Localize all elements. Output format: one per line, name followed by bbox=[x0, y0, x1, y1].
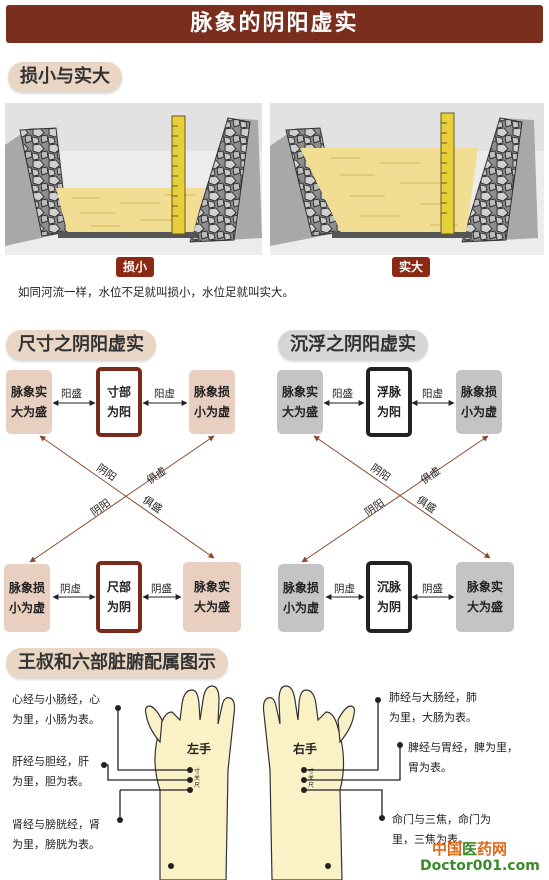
watermark-line2: Doctor001.com bbox=[420, 858, 540, 874]
box-s2-bottom-center: 尺部 为阴 bbox=[96, 561, 142, 633]
right-hand-label: 右手 bbox=[293, 742, 318, 756]
box-s2-top-center: 寸部 为阳 bbox=[96, 367, 142, 437]
box-s3-bottom-center: 沉脉 为阴 bbox=[366, 561, 412, 633]
left-meridian-1: 心经与小肠经，心 为里，小肠为表。 bbox=[12, 693, 100, 726]
left-hand-icon bbox=[144, 685, 236, 880]
left-wrist-marks: 寸 关 尺 bbox=[194, 768, 200, 789]
box-s3-top-right: 脉象损 小为虚 bbox=[456, 370, 502, 434]
arrow-label-s2-yin-excess: 阴盛 bbox=[151, 583, 172, 595]
wrist-mark-guan-left: 关 bbox=[194, 775, 201, 782]
label-loss-small: 损小 bbox=[116, 257, 154, 277]
river-panel-full bbox=[270, 103, 544, 255]
arrow-label-s2-yang-excess: 阳盛 bbox=[61, 388, 82, 400]
box-s2-top-left: 脉象实 大为盛 bbox=[6, 370, 52, 434]
watermark-a: 中国 bbox=[432, 840, 463, 858]
page-title: 脉象的阴阳虚实 bbox=[190, 11, 359, 36]
section-heading-loss-full: 损小与实大 bbox=[8, 62, 122, 92]
arrow-label-s3-yang-deficiency: 阳虚 bbox=[422, 388, 443, 400]
wrist-mark-cun-left: 寸 bbox=[194, 768, 201, 775]
arrow-label-s2-yang-deficiency: 阳虚 bbox=[154, 388, 175, 400]
section-heading-six-positions: 王叔和六部脏腑配属图示 bbox=[6, 648, 228, 678]
box-s3-bottom-right: 脉象实 大为盛 bbox=[456, 562, 514, 632]
watermark-b: 医 bbox=[462, 840, 478, 858]
arrow-label-s2-yin-deficiency: 阴虚 bbox=[60, 583, 81, 595]
section-heading-cun-chi: 尺寸之阴阳虚实 bbox=[6, 330, 156, 360]
river-panel-low bbox=[5, 103, 262, 255]
section-heading-chen-fu: 沉浮之阴阳虚实 bbox=[278, 330, 428, 360]
wrist-mark-guan-right: 关 bbox=[308, 775, 315, 782]
box-s3-top-center: 浮脉 为阳 bbox=[366, 367, 412, 437]
watermark-c: 药网 bbox=[477, 840, 508, 858]
title-banner bbox=[6, 5, 543, 43]
right-wrist-marks: 寸 关 尺 bbox=[308, 768, 314, 789]
river-caption: 如同河流一样，水位不足就叫损小，水位足就叫实大。 bbox=[18, 285, 294, 299]
box-s3-top-left: 脉象实 大为盛 bbox=[277, 370, 323, 434]
wrist-mark-chi-right: 尺 bbox=[308, 782, 315, 789]
wrist-mark-cun-right: 寸 bbox=[308, 768, 315, 775]
right-meridian-3: 命门与三焦，命门为 里，三焦为表。 bbox=[392, 813, 491, 846]
right-meridian-1: 肺经与大肠经，肺 为里，大肠为表。 bbox=[389, 691, 477, 724]
left-meridian-3: 肾经与膀胱经，肾 为里，膀胱为表。 bbox=[12, 818, 100, 851]
box-s3-bottom-left: 脉象损 小为虚 bbox=[278, 564, 324, 632]
box-s2-bottom-left: 脉象损 小为虚 bbox=[4, 564, 50, 632]
arrow-label-s3-yang-excess: 阳盛 bbox=[332, 388, 353, 400]
right-meridian-2: 脾经与胃经，脾为里， 胃为表。 bbox=[408, 741, 518, 774]
left-meridian-2: 肝经与胆经，肝 为里，胆为表。 bbox=[12, 755, 89, 788]
arrow-label-s3-yin-deficiency: 阴虚 bbox=[334, 583, 355, 595]
arrow-label-s3-yin-excess: 阴盛 bbox=[422, 583, 443, 595]
label-full-large: 实大 bbox=[392, 257, 430, 277]
watermark-line1: 中国医药网 bbox=[432, 838, 507, 859]
right-hand-icon bbox=[262, 685, 356, 880]
box-s2-top-right: 脉象损 小为虚 bbox=[189, 370, 235, 434]
box-s2-bottom-right: 脉象实 大为盛 bbox=[183, 562, 241, 632]
left-hand-label: 左手 bbox=[187, 742, 212, 756]
wrist-mark-chi-left: 尺 bbox=[194, 782, 201, 789]
